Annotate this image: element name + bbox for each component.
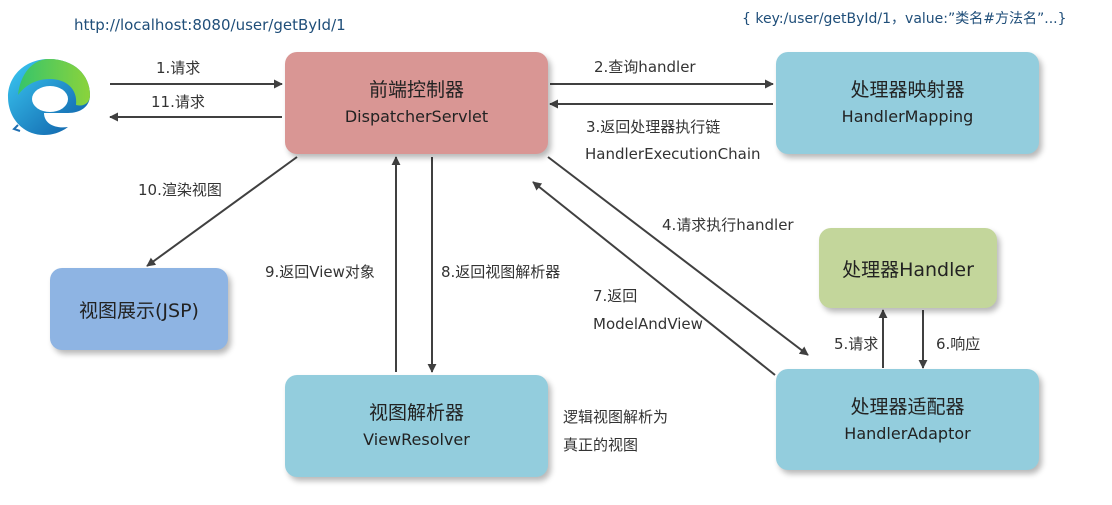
arrow-7-return-modelandview xyxy=(532,181,776,376)
arrow-10-render-view xyxy=(146,156,298,267)
handler-box: 处理器Handler xyxy=(819,228,997,308)
mapping-title: 处理器映射器 xyxy=(850,79,965,102)
handler-mapping-box: 处理器映射器 HandlerMapping xyxy=(776,52,1039,154)
label-step-11: 11.请求 xyxy=(151,93,205,111)
adaptor-subtitle: HandlerAdaptor xyxy=(844,423,971,443)
view-resolver-box: 视图解析器 ViewResolver xyxy=(285,375,548,477)
label-step-4: 4.请求执行handler xyxy=(662,216,794,234)
request-url: http://localhost:8080/user/getById/1 xyxy=(74,16,346,34)
label-step-6: 6.响应 xyxy=(936,335,981,353)
label-step-3-chain: HandlerExecutionChain xyxy=(585,145,761,163)
edge-browser-icon xyxy=(4,55,94,137)
adaptor-title: 处理器适配器 xyxy=(850,395,965,418)
label-step-5: 5.请求 xyxy=(834,335,879,353)
label-step-3: 3.返回处理器执行链 xyxy=(586,118,721,136)
resolver-subtitle: ViewResolver xyxy=(363,430,470,450)
arrow-4-execute-handler xyxy=(547,156,809,356)
handler-title: 处理器Handler xyxy=(842,258,974,281)
resolver-note-line2: 真正的视图 xyxy=(563,436,639,454)
label-step-1: 1.请求 xyxy=(156,59,201,77)
resolver-note-line1: 逻辑视图解析为 xyxy=(563,408,669,426)
view-title: 视图展示(JSP) xyxy=(79,299,199,322)
label-step-7: 7.返回 xyxy=(593,287,638,305)
view-display-box: 视图展示(JSP) xyxy=(50,268,228,350)
handler-adaptor-box: 处理器适配器 HandlerAdaptor xyxy=(776,369,1039,470)
dispatcher-subtitle: DispatcherServlet xyxy=(344,107,489,127)
label-step-9: 9.返回View对象 xyxy=(265,263,375,281)
label-step-10: 10.渲染视图 xyxy=(138,181,222,199)
resolver-title: 视图解析器 xyxy=(368,402,464,425)
label-step-2: 2.查询handler xyxy=(594,58,696,76)
label-step-7-modelandview: ModelAndView xyxy=(593,315,703,333)
mapping-subtitle: HandlerMapping xyxy=(841,107,974,127)
dispatcher-servlet-box: 前端控制器 DispatcherServlet xyxy=(285,52,548,154)
label-step-8: 8.返回视图解析器 xyxy=(441,263,561,281)
mapping-note: { key:/user/getById/1，value:”类名#方法名”...} xyxy=(742,11,1067,27)
dispatcher-title: 前端控制器 xyxy=(368,79,464,102)
